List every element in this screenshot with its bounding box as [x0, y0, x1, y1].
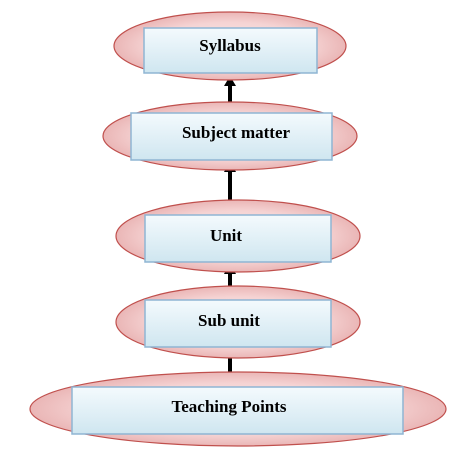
label-unit: Unit [210, 226, 242, 245]
box-syllabus [143, 27, 318, 74]
level-syllabus: Syllabus [113, 11, 347, 81]
level-teaching-points: Teaching Points [29, 371, 447, 447]
label-syllabus: Syllabus [199, 36, 261, 55]
label-sub-unit: Sub unit [198, 311, 260, 330]
box-unit [144, 214, 332, 263]
box-sub-unit [144, 299, 332, 348]
label-teaching-points: Teaching Points [171, 397, 286, 416]
level-unit: Unit [115, 199, 361, 273]
box-subject-matter [130, 112, 333, 161]
label-subject-matter: Subject matter [182, 123, 291, 142]
level-sub-unit: Sub unit [115, 285, 361, 359]
arrowhead-subject-to-syllabus [224, 76, 236, 86]
box-teaching-points [71, 386, 404, 435]
level-subject-matter: Subject matter [102, 101, 358, 171]
